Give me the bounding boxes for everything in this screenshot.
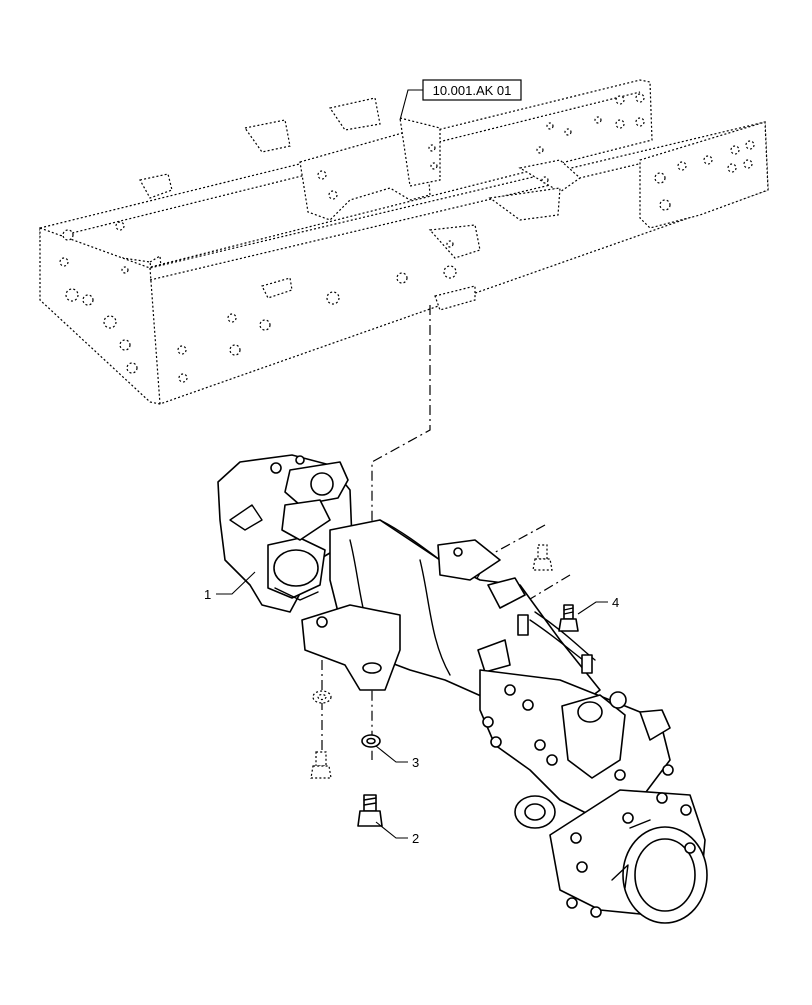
reference-label-text: 10.001.AK 01	[433, 83, 512, 98]
reference-label-box[interactable]: 10.001.AK 01	[422, 79, 522, 101]
callout-4-number: 4	[612, 595, 619, 610]
front-axle-drawing	[217, 454, 708, 924]
washer-icon	[361, 734, 381, 748]
bolt-icon	[357, 794, 383, 827]
callout-1[interactable]: 1	[204, 571, 256, 602]
bolt-icon	[532, 544, 553, 571]
callout-3[interactable]: 3	[375, 745, 419, 770]
bolt-icon	[310, 751, 332, 779]
callout-3-number: 3	[412, 755, 419, 770]
callout-2[interactable]: 2	[375, 821, 419, 846]
washer-icon	[312, 690, 332, 704]
bolt-icon	[558, 604, 579, 632]
callout-4[interactable]: 4	[577, 595, 619, 615]
callout-1-number: 1	[204, 587, 211, 602]
chassis-frame-drawing	[39, 79, 769, 405]
callout-2-number: 2	[412, 831, 419, 846]
